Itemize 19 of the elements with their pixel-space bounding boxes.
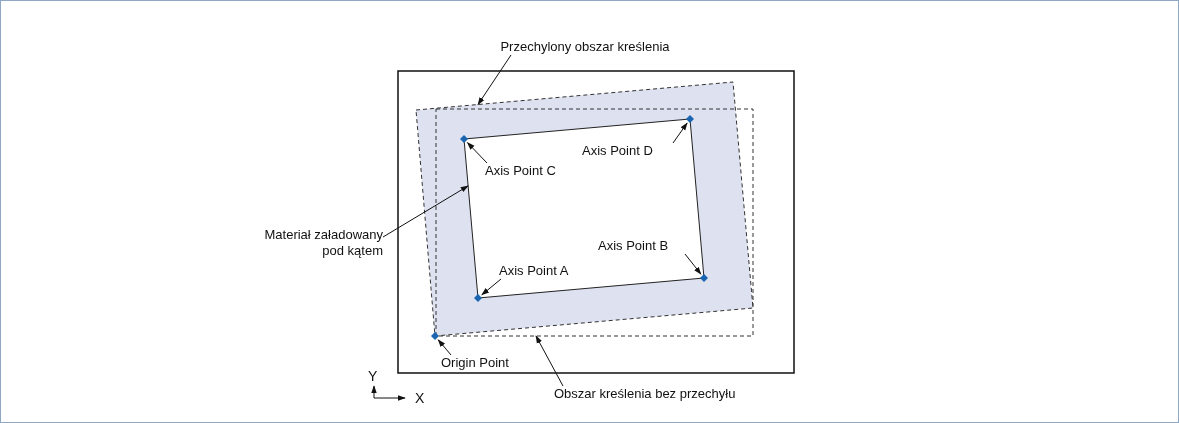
leader-line: [477, 54, 512, 106]
leader-line: [382, 185, 469, 238]
callout-text: Axis Point D: [582, 143, 682, 159]
leader-line: [466, 142, 488, 164]
callout-text: Obszar kreślenia bez przechyłu: [554, 386, 788, 402]
callout-text: Axis Point B: [598, 238, 688, 254]
leader-line: [672, 122, 688, 144]
callout-text: Przechylony obszar kreślenia: [489, 39, 681, 55]
leader-line: [684, 253, 702, 275]
callout-text: Axis Point A: [499, 263, 589, 279]
callout-text: Axis Point C: [485, 163, 581, 179]
callout-text: Materiał załadowany pod kątem: [251, 227, 383, 259]
axis-label: X: [415, 390, 425, 406]
leader-line: [437, 339, 452, 356]
callout-text: Origin Point: [441, 355, 541, 371]
axis-point-marker: [431, 332, 439, 340]
leader-line: [535, 335, 564, 387]
axis-label: Y: [368, 368, 378, 384]
leader-line: [481, 278, 502, 296]
